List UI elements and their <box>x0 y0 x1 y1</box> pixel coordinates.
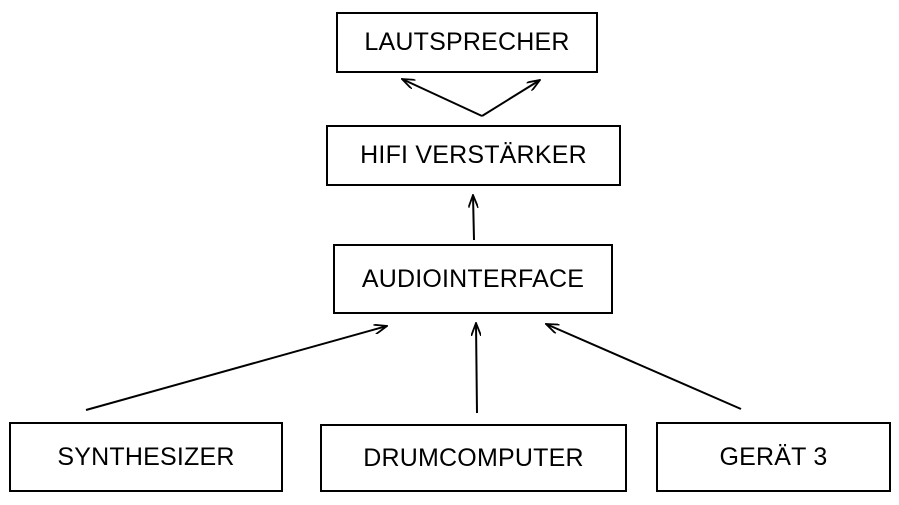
node-hifi-verstaerker: HIFI VERSTÄRKER <box>326 125 621 186</box>
arrow-drumcomputer-to-audiointerface <box>476 323 477 414</box>
arrow-synthesizer-to-audiointerface <box>85 326 387 411</box>
node-synthesizer: SYNTHESIZER <box>9 422 283 492</box>
arrow-audiointerface-to-hifi <box>473 195 474 241</box>
arrow-geraet3-to-audiointerface <box>546 324 742 410</box>
arrow-hifi-to-lautsprecher-right <box>481 80 540 117</box>
node-audiointerface: AUDIOINTERFACE <box>333 244 613 314</box>
node-geraet-3: GERÄT 3 <box>656 422 891 492</box>
node-drumcomputer: DRUMCOMPUTER <box>320 424 627 492</box>
node-lautsprecher: LAUTSPRECHER <box>336 12 598 73</box>
arrow-hifi-to-lautsprecher-left <box>402 79 483 117</box>
